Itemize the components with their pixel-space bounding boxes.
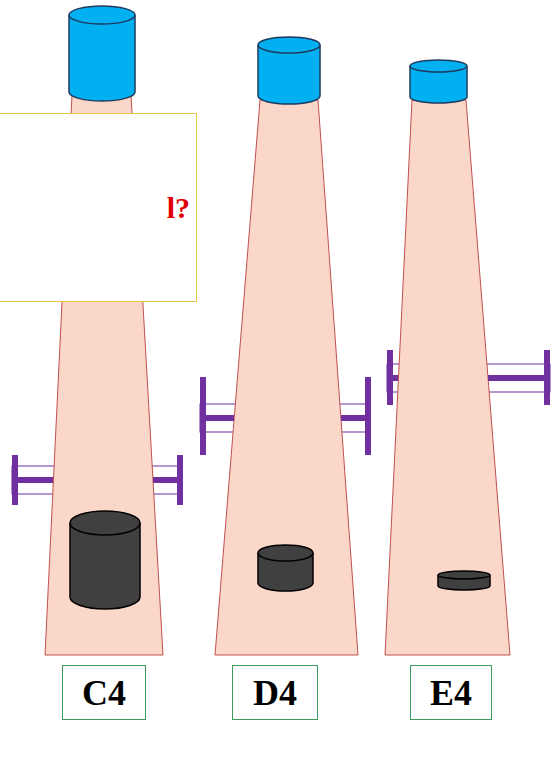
note-name: C4: [82, 672, 126, 714]
weight: [70, 511, 490, 609]
note-label-box: E4: [410, 665, 492, 720]
question-box: l?: [0, 113, 197, 302]
clamp: [15, 350, 547, 505]
tapered-tube: [215, 100, 358, 655]
tube-cap: [69, 6, 467, 104]
question-text: l?: [167, 191, 190, 225]
note-label-box: D4: [232, 665, 318, 720]
note-label-box: C4: [62, 665, 146, 720]
note-name: D4: [253, 672, 297, 714]
note-name: E4: [430, 672, 472, 714]
